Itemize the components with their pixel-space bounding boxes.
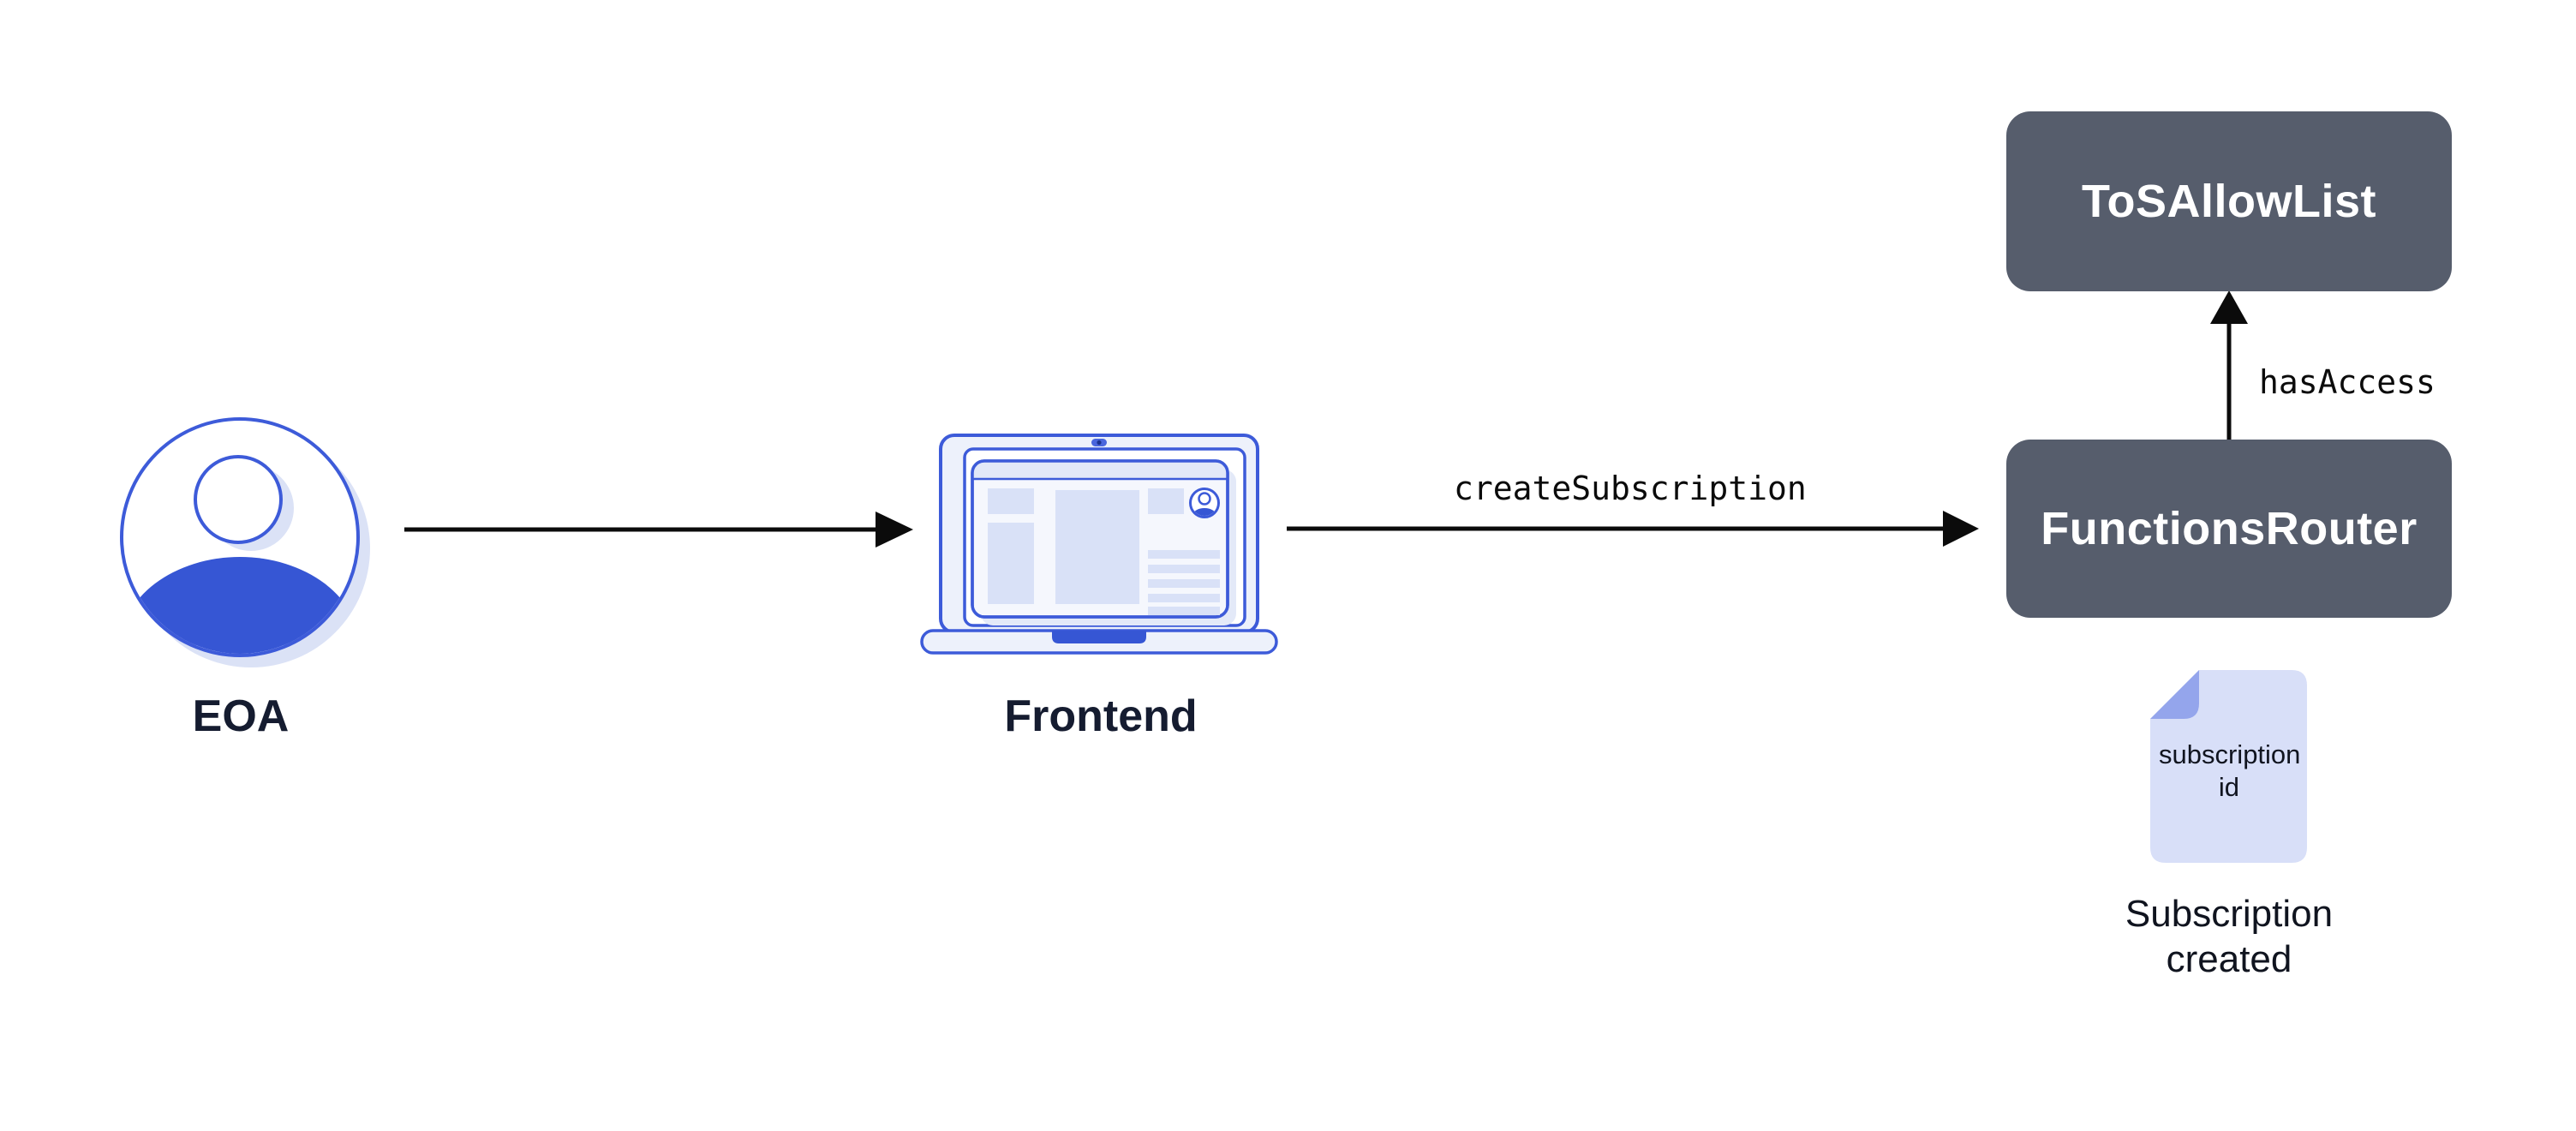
node-functionsrouter: FunctionsRouter: [2006, 440, 2452, 618]
node-tosallowlist: ToSAllowList: [2006, 111, 2452, 291]
arrowhead-up-icon: [2210, 290, 2248, 324]
subscription-created-caption: Subscription created: [2125, 893, 2334, 980]
document-fold: [2150, 670, 2199, 719]
eoa-avatar-icon: [120, 417, 370, 667]
subscription-doc-text: subscription id: [2159, 739, 2301, 802]
subscription-document-icon: [2150, 670, 2307, 863]
edge-frontend-to-functionsrouter: [1287, 511, 1979, 547]
edge-functionsrouter-to-tosallowlist: [2210, 290, 2248, 440]
browser-content-blocks: [988, 488, 1220, 615]
arrowhead-right-icon: [876, 512, 913, 548]
tosallowlist-label: ToSAllowList: [2082, 176, 2376, 227]
edge-label-hasaccess: hasAccess: [2259, 363, 2436, 401]
arrowhead-right-icon: [1943, 511, 1979, 547]
functionsrouter-label: FunctionsRouter: [2041, 503, 2418, 554]
frontend-label: Frontend: [1004, 691, 1198, 741]
browser-avatar-icon: [1189, 488, 1220, 518]
eoa-label: EOA: [192, 691, 290, 741]
frontend-laptop-icon: [920, 434, 1278, 655]
edge-eoa-to-frontend: [404, 512, 913, 548]
laptop-notch: [1052, 631, 1146, 643]
edge-label-createsubscription: createSubscription: [1454, 470, 1807, 507]
